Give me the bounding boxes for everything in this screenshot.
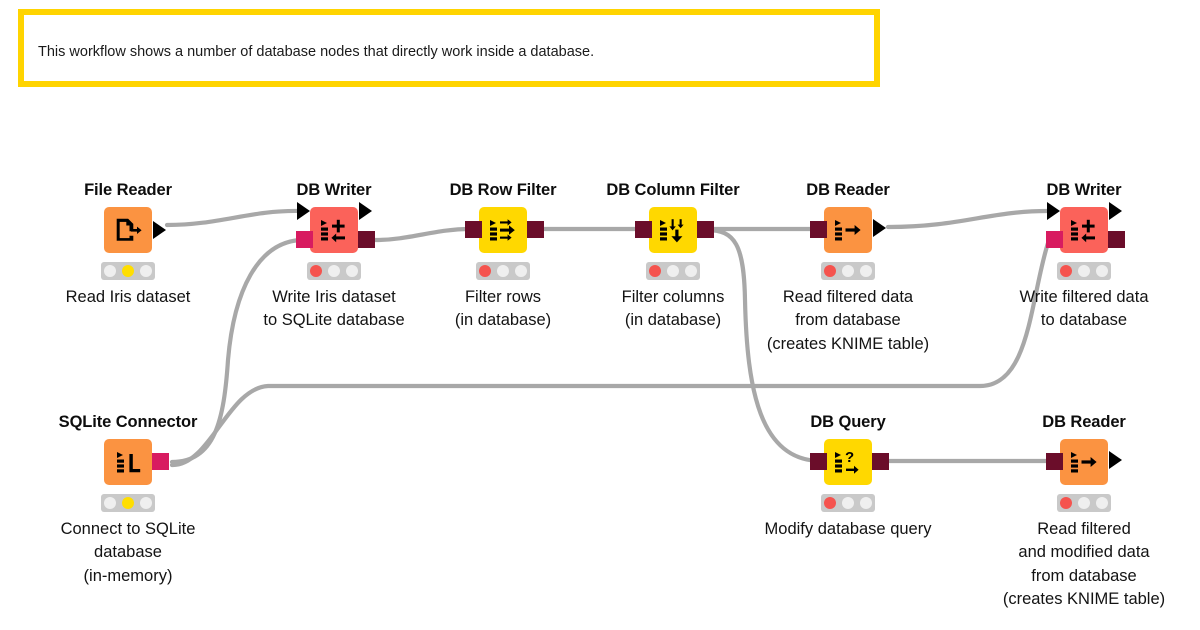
wire-db-reader-1-to-db-writer-2 bbox=[885, 208, 1050, 230]
node-title: DB Reader bbox=[1042, 413, 1126, 431]
lamp-configured bbox=[497, 265, 509, 277]
output-port-table[interactable] bbox=[873, 219, 886, 237]
lamp-executed bbox=[140, 265, 152, 277]
db-query-icon: ? bbox=[835, 449, 859, 474]
output-port-table[interactable] bbox=[359, 202, 372, 220]
lamp-executed bbox=[860, 265, 872, 277]
db-write-icon bbox=[1071, 219, 1095, 243]
status-lights bbox=[821, 262, 875, 280]
db-row-filter-icon bbox=[490, 219, 515, 241]
input-port-db[interactable] bbox=[1046, 231, 1063, 248]
wire-db-writer-1-to-db-row-filter bbox=[372, 226, 473, 243]
wire-file-reader-to-db-writer-1 bbox=[164, 208, 303, 228]
lamp-error bbox=[824, 497, 836, 509]
output-port-db[interactable] bbox=[152, 453, 169, 470]
input-port-db[interactable] bbox=[810, 221, 827, 238]
lamp-configured bbox=[1078, 497, 1090, 509]
lamp-error bbox=[479, 265, 491, 277]
lamp-configured bbox=[842, 497, 854, 509]
lamp-executed bbox=[346, 265, 358, 277]
status-lights bbox=[1057, 262, 1111, 280]
lamp-executed bbox=[1096, 497, 1108, 509]
node-body[interactable] bbox=[104, 207, 152, 253]
status-lights bbox=[821, 494, 875, 512]
lamp-configured bbox=[667, 265, 679, 277]
lamp-error bbox=[1060, 265, 1072, 277]
output-port-db[interactable] bbox=[358, 231, 375, 248]
lamp-configured bbox=[122, 265, 134, 277]
input-port-db[interactable] bbox=[810, 453, 827, 470]
output-port-table[interactable] bbox=[1109, 451, 1122, 469]
lamp-idle bbox=[104, 497, 116, 509]
svg-text:?: ? bbox=[845, 449, 854, 466]
node-title: DB Column Filter bbox=[606, 181, 740, 199]
lamp-configured bbox=[842, 265, 854, 277]
node-body[interactable] bbox=[824, 207, 872, 253]
node-body[interactable]: ? bbox=[824, 439, 872, 485]
status-lights bbox=[101, 494, 155, 512]
node-caption: Write filtered data to database bbox=[1019, 288, 1149, 330]
lamp-configured bbox=[328, 265, 340, 277]
lamp-error bbox=[649, 265, 661, 277]
lamp-executed bbox=[140, 497, 152, 509]
status-lights bbox=[307, 262, 361, 280]
node-caption: Read filtered and modified data from dat… bbox=[1002, 520, 1166, 609]
node-caption: Read Iris dataset bbox=[65, 288, 191, 306]
lamp-configured bbox=[122, 497, 134, 509]
output-port-db[interactable] bbox=[1108, 231, 1125, 248]
input-port-db[interactable] bbox=[465, 221, 482, 238]
lamp-error bbox=[1060, 497, 1072, 509]
node-title: File Reader bbox=[84, 181, 172, 199]
db-write-icon bbox=[321, 219, 345, 243]
output-port-db[interactable] bbox=[697, 221, 714, 238]
db-read-icon bbox=[1071, 452, 1097, 473]
lamp-error bbox=[824, 265, 836, 277]
node-body[interactable] bbox=[310, 207, 358, 253]
input-port-table[interactable] bbox=[1047, 202, 1060, 220]
lamp-executed bbox=[515, 265, 527, 277]
status-lights bbox=[476, 262, 530, 280]
input-port-db[interactable] bbox=[296, 231, 313, 248]
node-body[interactable] bbox=[1060, 207, 1108, 253]
output-port-table[interactable] bbox=[153, 221, 166, 239]
annotation-text: This workflow shows a number of database… bbox=[38, 44, 595, 60]
lamp-idle bbox=[104, 265, 116, 277]
node-body[interactable] bbox=[104, 439, 152, 485]
lamp-executed bbox=[860, 497, 872, 509]
node-body[interactable] bbox=[649, 207, 697, 253]
status-lights bbox=[1057, 494, 1111, 512]
node-body[interactable] bbox=[1060, 439, 1108, 485]
input-port-table[interactable] bbox=[297, 202, 310, 220]
db-column-filter-icon bbox=[660, 219, 684, 243]
node-caption: Connect to SQLite database (in-memory) bbox=[60, 520, 196, 585]
lamp-error bbox=[310, 265, 322, 277]
node-title: DB Row Filter bbox=[449, 181, 557, 199]
node-body[interactable] bbox=[479, 207, 527, 253]
input-port-db[interactable] bbox=[635, 221, 652, 238]
node-title: DB Writer bbox=[296, 181, 372, 199]
status-lights bbox=[646, 262, 700, 280]
output-port-db[interactable] bbox=[527, 221, 544, 238]
node-title: DB Writer bbox=[1046, 181, 1122, 199]
lamp-executed bbox=[1096, 265, 1108, 277]
status-lights bbox=[101, 262, 155, 280]
sqlite-connector-icon bbox=[117, 452, 141, 473]
node-caption: Filter rows (in database) bbox=[454, 288, 552, 330]
db-read-icon bbox=[835, 220, 861, 241]
node-title: DB Reader bbox=[806, 181, 890, 199]
output-port-table[interactable] bbox=[1109, 202, 1122, 220]
file-export-icon bbox=[116, 218, 142, 241]
node-title: DB Query bbox=[810, 413, 886, 431]
node-title: SQLite Connector bbox=[58, 413, 198, 431]
node-caption: Read filtered data from database (create… bbox=[766, 288, 930, 353]
lamp-executed bbox=[685, 265, 697, 277]
lamp-configured bbox=[1078, 265, 1090, 277]
workflow-annotation[interactable]: This workflow shows a number of database… bbox=[18, 9, 880, 87]
node-caption: Modify database query bbox=[764, 520, 932, 538]
output-port-db[interactable] bbox=[872, 453, 889, 470]
input-port-db[interactable] bbox=[1046, 453, 1063, 470]
node-caption: Write Iris dataset to SQLite database bbox=[263, 288, 405, 330]
node-caption: Filter columns (in database) bbox=[621, 288, 725, 330]
